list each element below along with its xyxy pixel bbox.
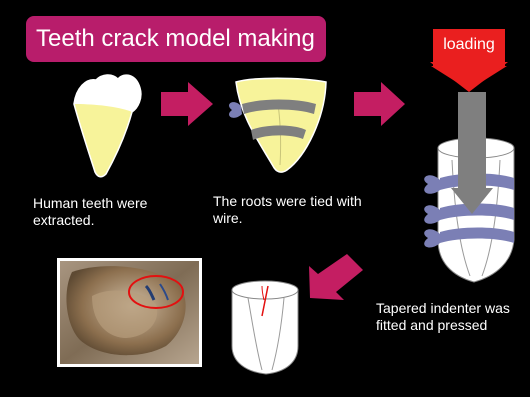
wired-tooth [229,78,326,172]
right-arrow-icon [354,82,405,126]
extracted-tooth [74,75,141,177]
specimen-cylinder [424,92,514,282]
slide-title: Teeth crack model making [26,16,326,62]
loading-label: loading [433,29,505,60]
caption-step-1: Human teeth were extracted. [33,195,183,229]
caption-step-2: The roots were tied with wire. [213,193,363,227]
crack-photo [57,258,202,367]
load-arrow-head [430,62,508,92]
right-arrow-icon [161,82,213,126]
down-left-arrow-icon [309,254,363,300]
cracked-specimen [232,281,298,374]
caption-step-3: Tapered indenter was fitted and pressed [376,300,530,334]
